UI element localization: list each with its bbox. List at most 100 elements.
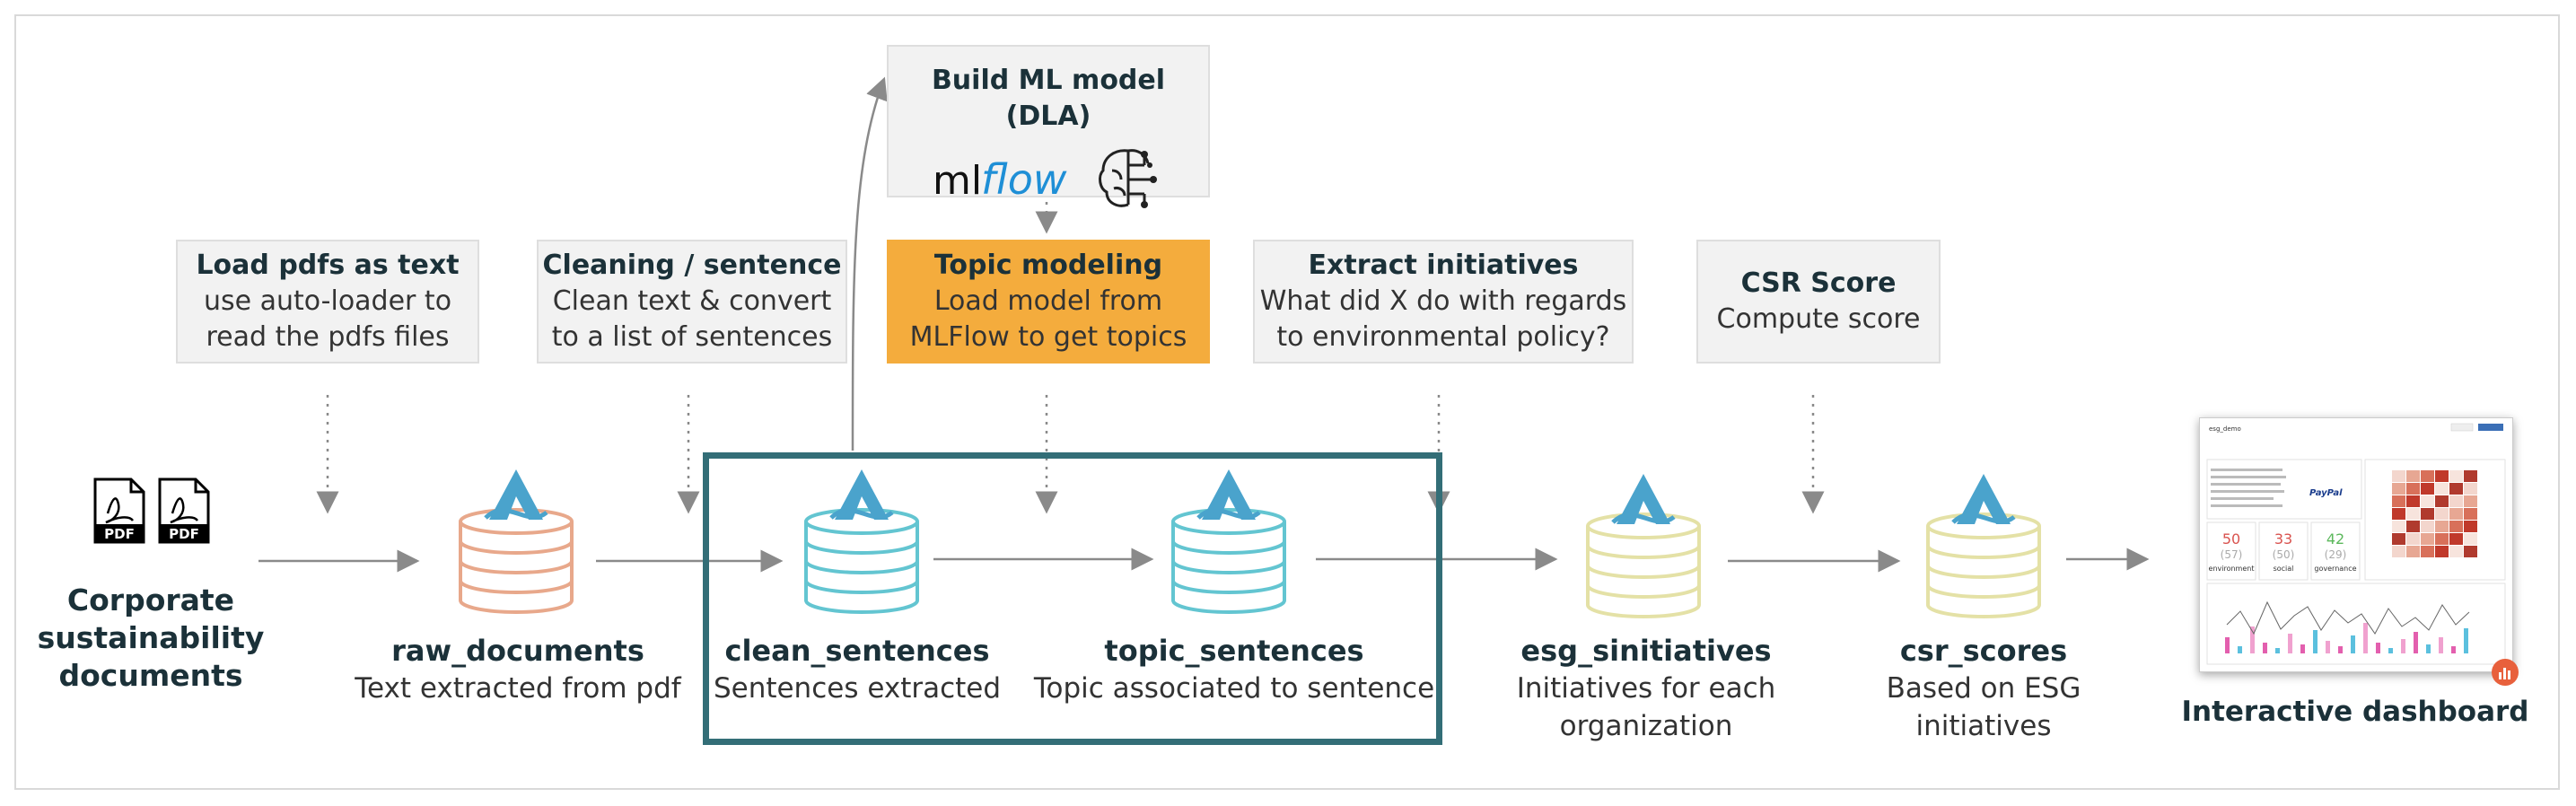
heatmap-cell: [2435, 495, 2449, 507]
heatmap-cell: [2464, 508, 2477, 520]
line-preview: [2226, 600, 2470, 635]
step-desc: to environmental policy?: [1276, 321, 1610, 353]
table-desc: Sentences extracted: [713, 672, 1002, 705]
step-extract-initiatives: Extract initiatives What did X do with r…: [1253, 240, 1634, 364]
delta-table-icon: [1926, 474, 2042, 618]
mlflow-logo: ml flow: [933, 155, 1067, 204]
metric-value: 42: [2326, 530, 2344, 548]
step-title: Cleaning / sentence: [542, 250, 842, 281]
source-line: Corporate: [66, 583, 235, 618]
step-topic-modeling: Topic modeling Load model from MLFlow to…: [887, 240, 1210, 364]
svg-text:PDF: PDF: [104, 526, 135, 542]
step-load-pdfs: Load pdfs as text use auto-loader to rea…: [176, 240, 479, 364]
heatmap-cell: [2421, 508, 2434, 520]
heatmap-cell: [2392, 546, 2405, 557]
bar-mark: [2376, 643, 2380, 653]
pdf-icon: PDF: [93, 477, 145, 544]
metric-sub: (29): [2325, 548, 2347, 561]
table-label-topic: topic_sentences Topic associated to sent…: [1032, 632, 1436, 707]
diagram-frame: [14, 14, 2560, 790]
table-desc: initiatives: [1915, 710, 2052, 742]
bar-mark: [2401, 639, 2405, 653]
table-desc: Initiatives for each: [1516, 672, 1776, 705]
heatmap-cell: [2449, 546, 2463, 557]
metric-value: 50: [2222, 530, 2240, 548]
heatmap-cell: [2464, 521, 2477, 532]
step-csr-score: CSR Score Compute score: [1696, 240, 1941, 364]
step-desc: MLFlow to get topics: [909, 321, 1187, 353]
source-line: sustainability: [37, 620, 265, 655]
table-name: esg_sinitiatives: [1520, 634, 1772, 668]
svg-text:flow: flow: [981, 155, 1067, 204]
bar-mark: [2238, 646, 2242, 653]
bar-preview: [2225, 623, 2468, 653]
heatmap-cell: [2406, 483, 2420, 495]
heatmap-cell: [2406, 521, 2420, 532]
bar-mark: [2388, 648, 2393, 653]
table-desc: Based on ESG: [1886, 672, 2081, 705]
table-label-esg: esg_sinitiatives Initiatives for each or…: [1501, 632, 1792, 745]
heatmap-cell: [2392, 508, 2405, 520]
metric-label: governance: [2314, 565, 2356, 573]
svg-text:PDF: PDF: [169, 526, 199, 542]
bar-mark: [2351, 635, 2355, 653]
dashboard-title: Interactive dashboard: [2181, 696, 2529, 728]
heatmap-cell: [2406, 495, 2420, 507]
delta-table-icon: [459, 469, 574, 614]
step-cleaning: Cleaning / sentence Clean text & convert…: [537, 240, 847, 364]
heatmap-cell: [2435, 508, 2449, 520]
heatmap-cell: [2406, 470, 2420, 482]
heatmap-cell: [2421, 483, 2434, 495]
highlight-frame: [703, 452, 1442, 745]
metric-sub: (57): [2221, 548, 2243, 561]
heatmap-cell: [2421, 533, 2434, 545]
step-title: Extract initiatives: [1308, 250, 1579, 281]
metric-label: environment: [2209, 565, 2255, 573]
step-desc: read the pdfs files: [206, 321, 450, 353]
bar-mark: [2363, 623, 2368, 653]
bar-mark: [2338, 646, 2343, 653]
step-desc: use auto-loader to: [203, 285, 452, 317]
bar-mark: [2263, 643, 2267, 653]
metric-label: social: [2274, 565, 2294, 573]
heatmap-cell: [2392, 495, 2405, 507]
heatmap-cell: [2449, 495, 2463, 507]
heatmap-cell: [2464, 546, 2477, 557]
table-desc: organization: [1559, 710, 1733, 742]
heatmap-cell: [2449, 521, 2463, 532]
table-desc: Text extracted from pdf: [355, 672, 681, 705]
heatmap-cell: [2421, 521, 2434, 532]
heatmap-cell: [2392, 470, 2405, 482]
step-desc: Compute score: [1716, 303, 1921, 335]
heatmap-cell: [2464, 470, 2477, 482]
step-title: Topic modeling: [933, 250, 1163, 281]
bar-mark: [2288, 634, 2292, 653]
table-label-clean: clean_sentences Sentences extracted: [709, 632, 1005, 707]
step-title: Load pdfs as text: [196, 250, 460, 281]
heatmap-cell: [2421, 495, 2434, 507]
heatmap-cell: [2392, 533, 2405, 545]
heatmap-cell: [2406, 533, 2420, 545]
bar-mark: [2464, 628, 2468, 653]
delta-table-icon: [1586, 474, 1702, 618]
heatmap-cell: [2435, 470, 2449, 482]
heatmap-cell: [2464, 495, 2477, 507]
brain-icon: [1099, 149, 1157, 208]
heatmap-cell: [2406, 508, 2420, 520]
delta-table-icon: [804, 469, 920, 614]
dashboard-thumbnail: esg_demo PayPal 50 (57) environment 33 (…: [2199, 417, 2513, 672]
step-desc: What did X do with regards: [1259, 285, 1627, 317]
table-name: clean_sentences: [724, 634, 990, 668]
bar-mark: [2414, 632, 2418, 653]
table-name: raw_documents: [391, 634, 644, 668]
heatmap-cell: [2435, 521, 2449, 532]
step-desc: Load model from: [933, 285, 1163, 317]
heatmap-cell: [2464, 533, 2477, 545]
heatmap-cell: [2421, 546, 2434, 557]
metric-sub: (50): [2273, 548, 2295, 561]
dashboard-label: Interactive dashboard: [2181, 693, 2529, 731]
ml-model-card: Build ML model (DLA) ml flow: [887, 45, 1210, 208]
source-line: documents: [58, 658, 243, 693]
metric-value: 33: [2274, 530, 2292, 548]
heatmap-cell: [2435, 483, 2449, 495]
